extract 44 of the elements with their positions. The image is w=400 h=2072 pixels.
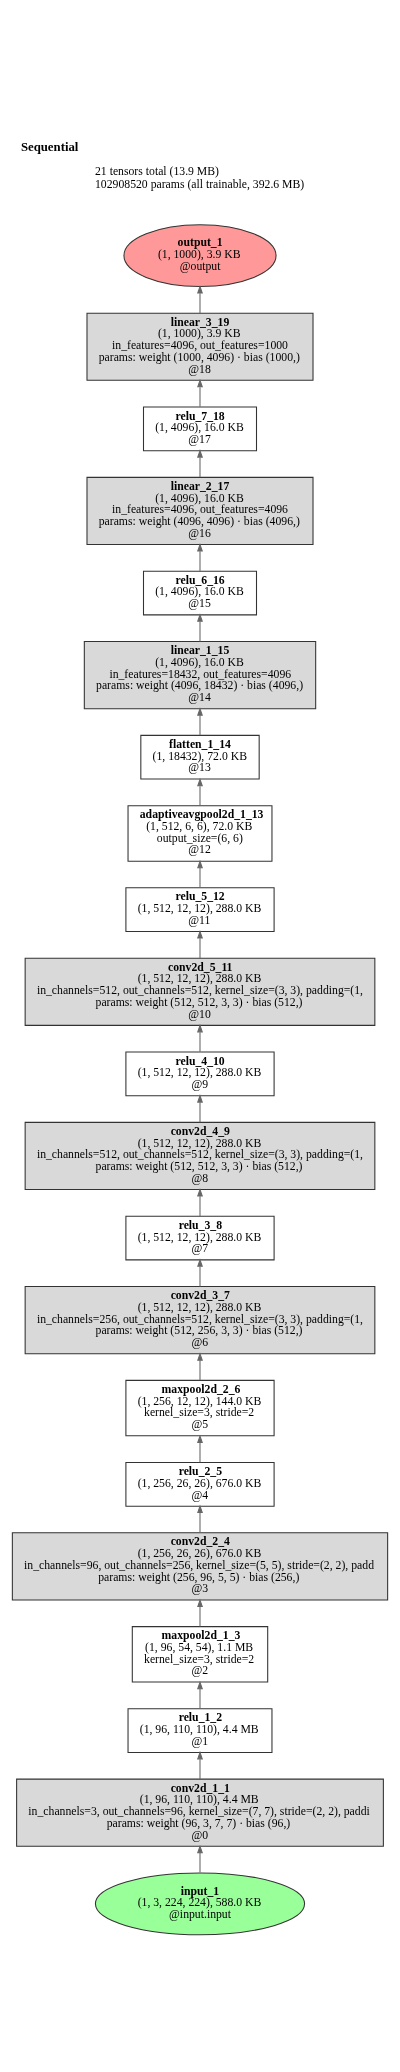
node-box: linear_3_19 (1, 1000), 3.9 KB in_features=4096, out_features=1000 params: weight (1000, 4096) · bias (1000,) @18 bbox=[86, 312, 314, 381]
node-box: relu_6_16 (1, 4096), 16.0 KB @15 bbox=[142, 570, 258, 616]
node-box: relu_1_2 (1, 96, 110, 110), 4.4 MB @1 bbox=[127, 1708, 273, 1753]
node-box: maxpool2d_1_3 (1, 96, 54, 54), 1.1 MB kernel_size=3, stride=2 @2 bbox=[131, 1626, 269, 1683]
node-box: adaptiveavgpool2d_1_13 (1, 512, 6, 6), 72.0 KB output_size=(6, 6) @12 bbox=[127, 805, 273, 862]
arrow bbox=[197, 777, 203, 807]
arrow bbox=[197, 859, 203, 889]
arrow bbox=[197, 929, 203, 959]
arrow bbox=[197, 1094, 203, 1123]
diagram-title: Sequential bbox=[20, 139, 79, 154]
node-box: conv2d_1_1 (1, 96, 110, 110), 4.4 MB in_channels=3, out_channels=96, kernel_size=(7, 7), stride=(2, 2), paddi params: weight (96, 3, 7, 7) · bias (96,) @0 bbox=[16, 1778, 384, 1847]
arrow bbox=[197, 285, 203, 314]
node-box: conv2d_4_9 (1, 512, 12, 12), 288.0 KB in_channels=512, out_channels=512, kernel_size=(3, 3), padding=(1, params: weight (512, 512, 3, 3) · bias (512,) @8 bbox=[24, 1121, 376, 1191]
node-box: relu_7_18 (1, 4096), 16.0 KB @17 bbox=[142, 406, 258, 452]
node-box: conv2d_2_4 (1, 256, 26, 26), 676.0 KB in_channels=96, out_channels=256, kernel_size=(5, 5), stride=(2, 2), padd params: weight (256, 96, 5, 5) · bias (256,) @3 bbox=[11, 1532, 389, 1601]
arrow bbox=[197, 1258, 203, 1288]
arrow bbox=[197, 613, 203, 643]
node-box: linear_2_17 (1, 4096), 16.0 KB in_features=4096, out_features=4096 params: weight (4096, 4096) · bias (4096,) @16 bbox=[86, 476, 314, 546]
arrow bbox=[197, 707, 203, 736]
node-box: linear_1_15 (1, 4096), 16.0 KB in_features=18432, out_features=4096 params: weight (4096, 18432) · bias (4096,) @14 bbox=[83, 641, 317, 710]
node-box: relu_4_10 (1, 512, 12, 12), 288.0 KB @9 bbox=[125, 1051, 275, 1097]
node-box: relu_2_5 (1, 256, 26, 26), 676.0 KB @4 bbox=[125, 1461, 275, 1507]
node-ellipse: output_1 (1, 1000), 3.9 KB @output bbox=[123, 224, 277, 288]
arrow bbox=[197, 1844, 203, 1874]
arrow bbox=[197, 449, 203, 478]
label: 102908520 params (all trainable, 392.6 MB) bbox=[94, 178, 305, 192]
arrow bbox=[197, 1434, 203, 1463]
node-box: relu_5_12 (1, 512, 12, 12), 288.0 KB @11 bbox=[125, 887, 275, 933]
node-box: flatten_1_14 (1, 18432), 72.0 KB @13 bbox=[140, 734, 260, 780]
arrow bbox=[197, 1598, 203, 1628]
arrow bbox=[197, 1504, 203, 1534]
arrow bbox=[197, 1188, 203, 1217]
arrow bbox=[197, 1352, 203, 1381]
node-box: maxpool2d_2_6 (1, 256, 12, 12), 144.0 KB kernel_size=3, stride=2 @5 bbox=[125, 1379, 275, 1437]
arrow bbox=[197, 1023, 203, 1053]
node-box: relu_3_8 (1, 512, 12, 12), 288.0 KB @7 bbox=[125, 1215, 275, 1261]
arrow bbox=[197, 378, 203, 408]
arrow bbox=[197, 1680, 203, 1710]
node-ellipse: input_1 (1, 3, 224, 224), 588.0 KB @input.input bbox=[94, 1872, 306, 1936]
node-box: conv2d_5_11 (1, 512, 12, 12), 288.0 KB in_channels=512, out_channels=512, kernel_size=(3, 3), padding=(1, params: weight (512, 512, 3, 3) · bias (512,) @10 bbox=[24, 957, 376, 1026]
arrow bbox=[197, 543, 203, 572]
arrow bbox=[197, 1750, 203, 1780]
label: 21 tensors total (13.9 MB) bbox=[94, 165, 219, 179]
node-box: conv2d_3_7 (1, 512, 12, 12), 288.0 KB in_channels=256, out_channels=512, kernel_size=(3, 3), padding=(1, params: weight (512, 256, 3, 3) · bias (512,) @6 bbox=[24, 1286, 376, 1355]
